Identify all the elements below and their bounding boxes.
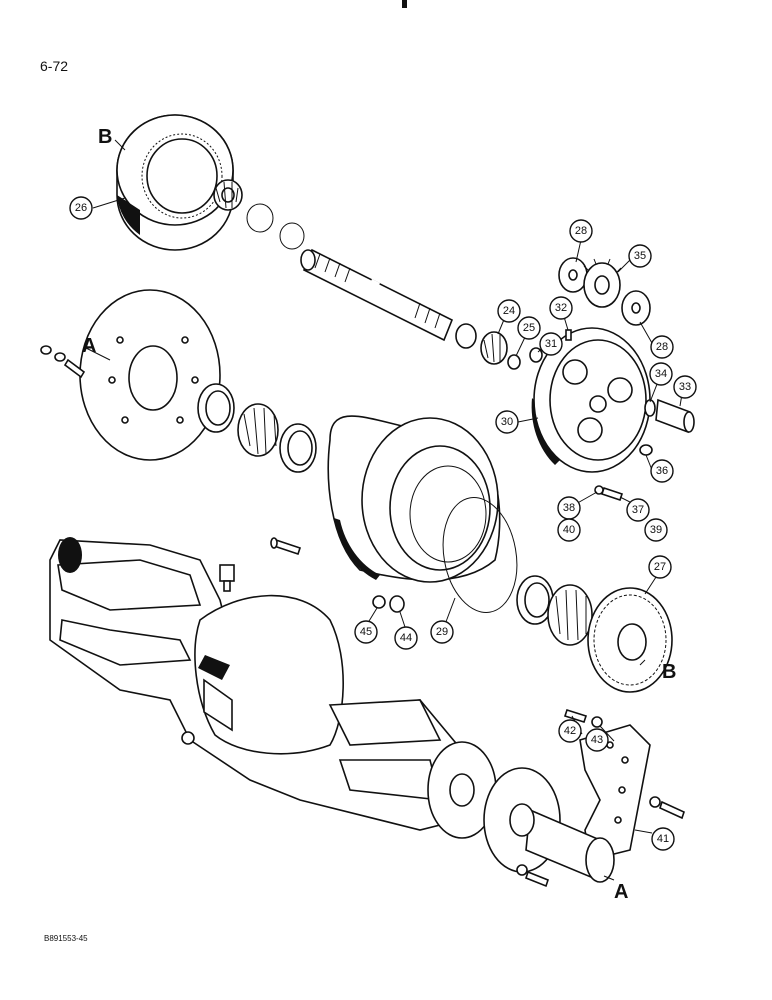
svg-text:32: 32 — [555, 302, 567, 314]
svg-text:28: 28 — [656, 341, 668, 353]
oring-29 — [442, 497, 518, 613]
callout-43: 43 — [585, 728, 609, 752]
callout-33: 33 — [673, 375, 697, 399]
svg-text:42: 42 — [564, 725, 576, 737]
brake-disc — [79, 289, 221, 461]
ref-letter-a-bottom: A — [614, 881, 628, 903]
callout-38: 38 — [557, 496, 581, 520]
planet-gear-35 — [583, 258, 622, 308]
svg-text:40: 40 — [563, 524, 575, 536]
callout-29: 29 — [430, 620, 454, 644]
svg-text:44: 44 — [400, 632, 412, 644]
callout-36: 36 — [650, 459, 674, 483]
callout-30: 30 — [495, 410, 519, 434]
ref-letter-b-top: B — [98, 126, 112, 148]
callout-39: 39 — [644, 518, 668, 542]
callout-25: 25 — [517, 316, 541, 340]
callout-37: 37 — [626, 498, 650, 522]
thrust-washer-28-top — [558, 257, 588, 293]
ref-letter-b-right: B — [662, 661, 676, 683]
svg-text:39: 39 — [650, 524, 662, 536]
callout-40: 40 — [557, 518, 581, 542]
svg-text:38: 38 — [563, 502, 575, 514]
callout-24: 24 — [497, 299, 521, 323]
svg-text:28: 28 — [575, 225, 587, 237]
callout-27: 27 — [648, 555, 672, 579]
needle-bearing-24 — [455, 323, 508, 365]
bolt-42 — [563, 709, 588, 723]
svg-text:30: 30 — [501, 416, 513, 428]
svg-text:34: 34 — [655, 368, 667, 380]
callout-41: 41 — [651, 827, 675, 851]
callout-42: 42 — [558, 719, 582, 743]
svg-text:37: 37 — [632, 504, 644, 516]
plug-left — [181, 731, 195, 745]
wheel-hub-housing — [327, 415, 501, 583]
bolt-bottom — [516, 864, 549, 888]
nut-44 — [389, 595, 405, 613]
callout-31: 31 — [539, 332, 563, 356]
axle-housing — [49, 537, 497, 839]
callout-26: 26 — [69, 196, 93, 220]
svg-text:43: 43 — [591, 734, 603, 746]
tapered-bearing-left — [237, 403, 279, 457]
callout-34: 34 — [649, 362, 673, 386]
bearing-cup-right — [516, 575, 554, 625]
plug-36 — [639, 444, 653, 456]
svg-text:24: 24 — [503, 305, 515, 317]
spindle-flange — [483, 767, 615, 883]
washer-25 — [507, 354, 521, 370]
ref-letter-a-left: A — [82, 335, 96, 357]
svg-text:31: 31 — [545, 338, 557, 350]
top-mark — [402, 0, 407, 8]
svg-text:29: 29 — [436, 626, 448, 638]
bolt-right — [649, 796, 685, 820]
bearing-race-left — [279, 423, 317, 473]
svg-text:45: 45 — [360, 626, 372, 638]
bolt-hub-left — [270, 537, 302, 556]
callout-28-bottom: 28 — [650, 335, 674, 359]
oring-34 — [644, 399, 656, 417]
svg-text:35: 35 — [634, 250, 646, 262]
thrust-washer-28-bottom — [621, 290, 651, 326]
svg-text:25: 25 — [523, 322, 535, 334]
bolt-a-left — [40, 345, 86, 379]
svg-text:41: 41 — [657, 833, 669, 845]
bearing-cup-left — [197, 383, 235, 433]
breather — [219, 564, 235, 592]
callout-32: 32 — [549, 296, 573, 320]
svg-text:26: 26 — [75, 202, 87, 214]
callout-35: 35 — [628, 244, 652, 268]
callout-45: 45 — [354, 620, 378, 644]
ring-gear-26 — [116, 114, 234, 251]
callout-28-top: 28 — [569, 219, 593, 243]
tapered-bearing-right — [547, 584, 593, 646]
axle-shaft — [300, 248, 454, 342]
planet-carrier-30 — [531, 327, 651, 473]
bolt-32 — [565, 329, 572, 341]
snap-rings — [246, 203, 305, 250]
washer-45 — [372, 595, 386, 609]
page-number: 6-72 — [40, 58, 69, 74]
gear-27 — [587, 587, 673, 693]
washer-43 — [591, 716, 603, 728]
callout-44: 44 — [394, 626, 418, 650]
drawing-code: B891553-45 — [44, 934, 88, 943]
spline-hub — [213, 179, 243, 211]
svg-text:33: 33 — [679, 381, 691, 393]
pin-33 — [655, 398, 695, 434]
bolt-37 — [600, 486, 624, 502]
svg-text:27: 27 — [654, 561, 666, 573]
svg-text:36: 36 — [656, 465, 668, 477]
